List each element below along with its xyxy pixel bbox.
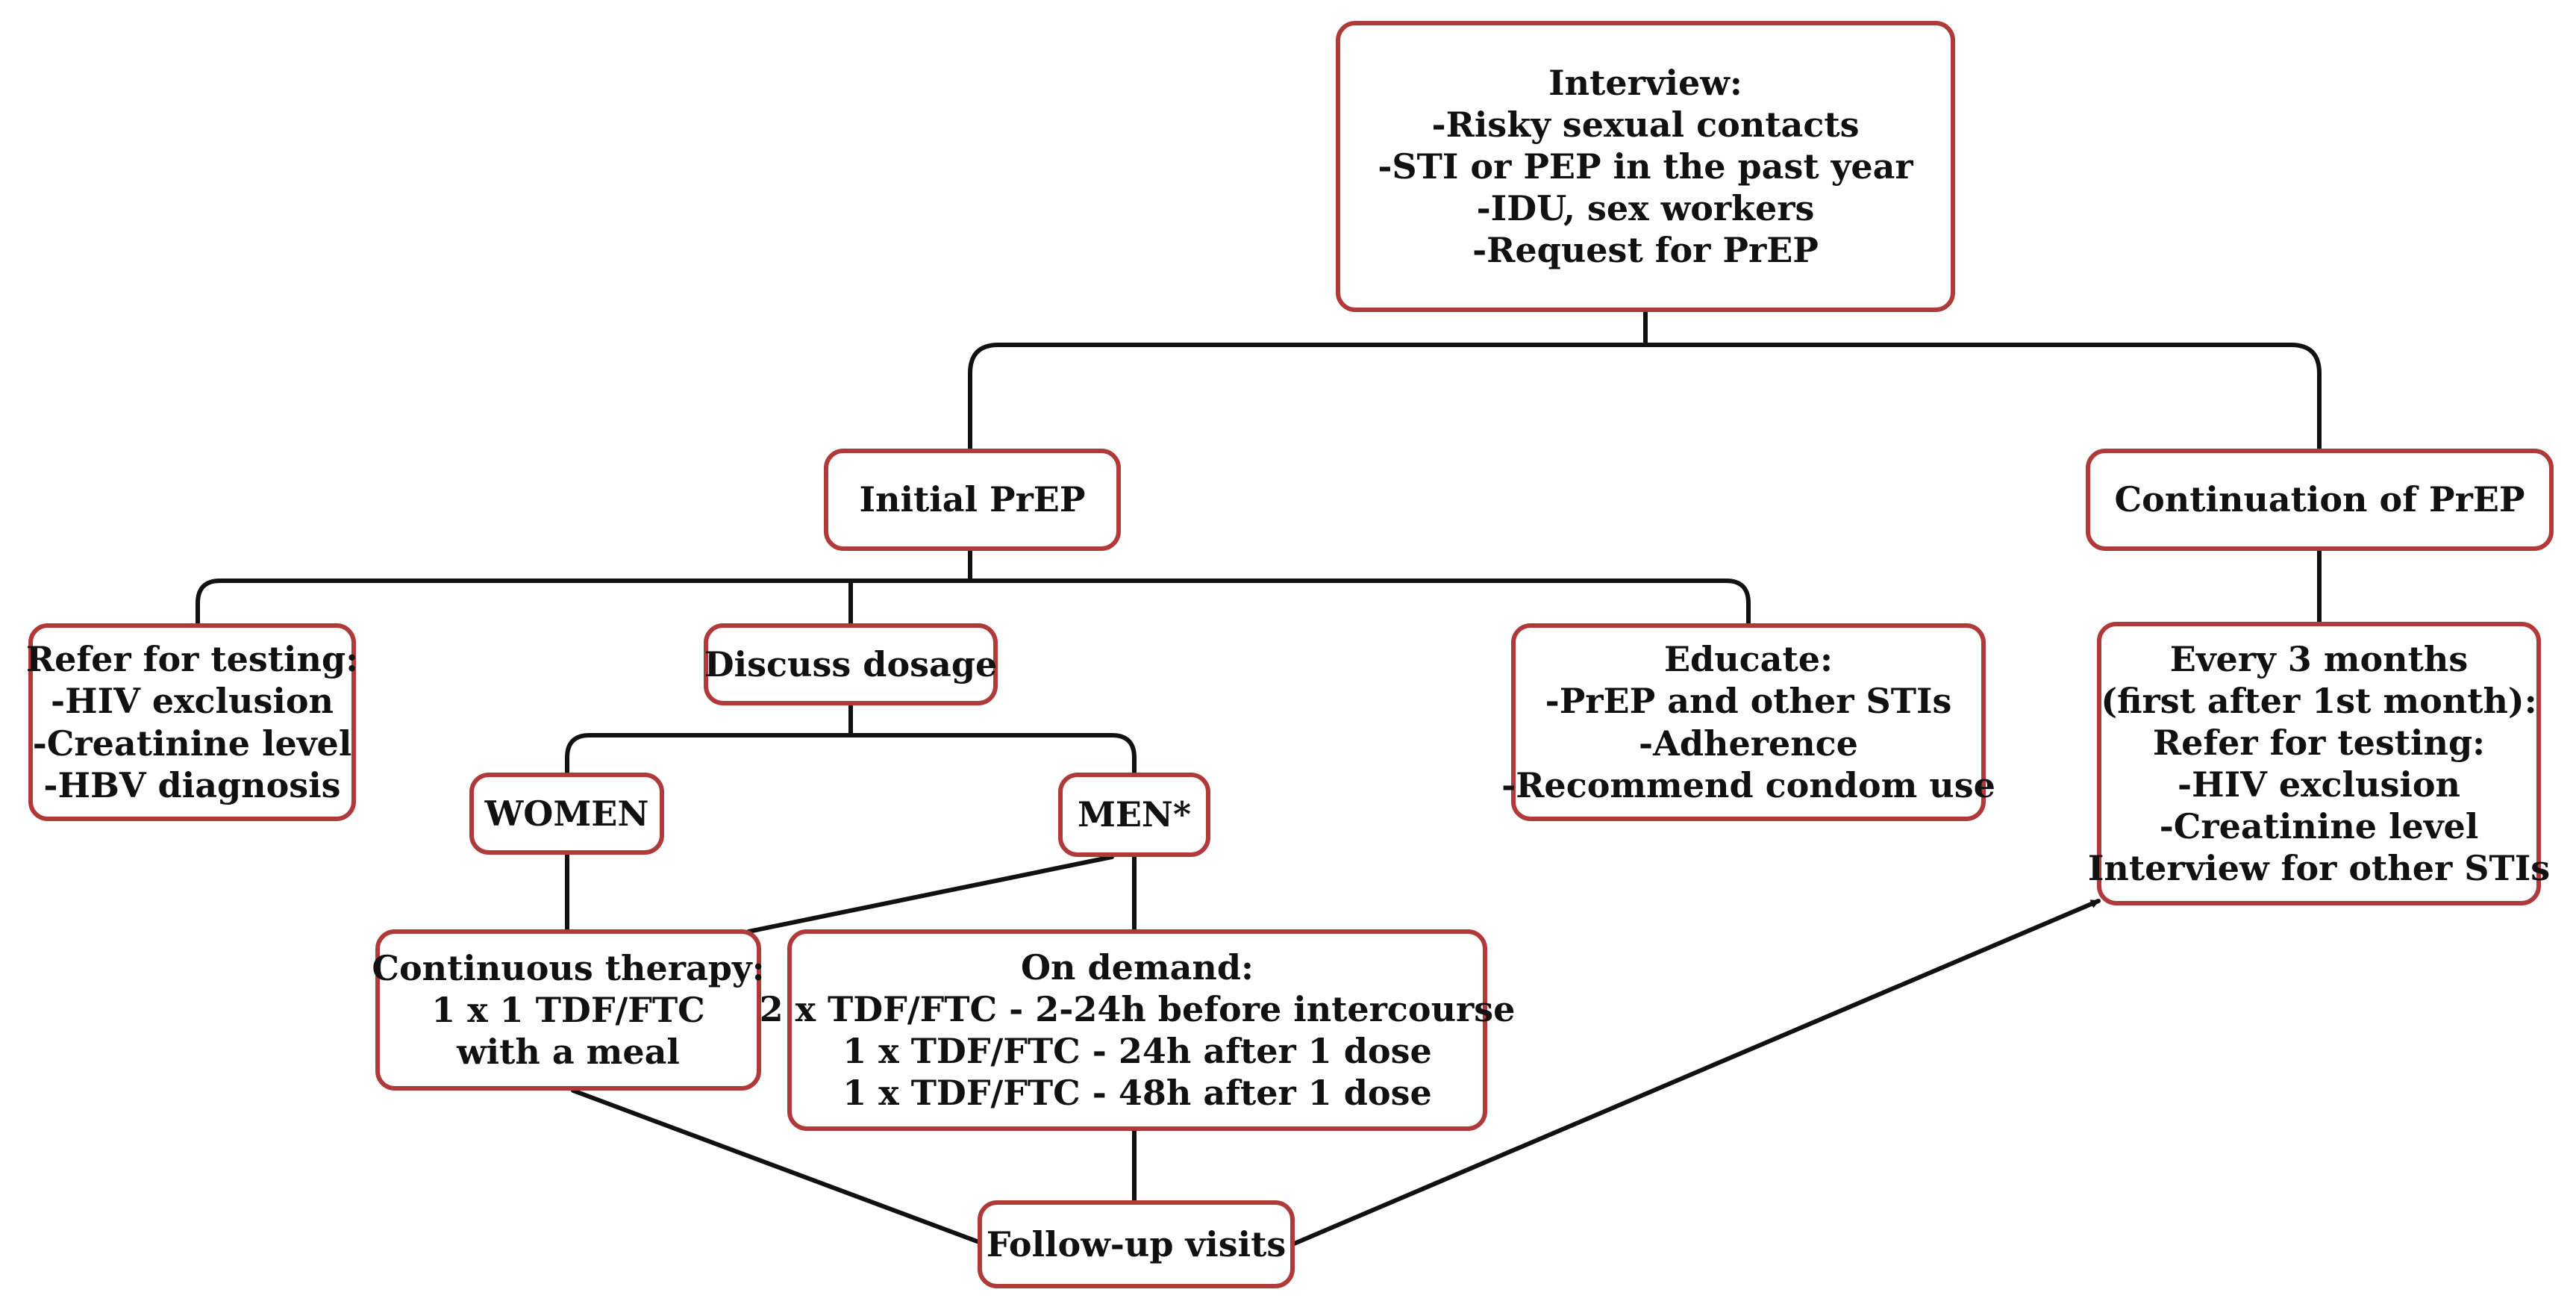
edge-followup-every3-arrow <box>1290 899 2101 1247</box>
men-box: MEN* <box>1058 773 1210 857</box>
educate-line: -PrEP and other STIs <box>1545 681 1952 722</box>
women-box: WOMEN <box>469 773 664 855</box>
refer-testing-box: Refer for testing:-HIV exclusion-Creatin… <box>25 623 359 821</box>
educate-line: -Recommend condom use <box>1501 764 1995 805</box>
follow-up-line: Follow-up visits <box>986 1223 1287 1264</box>
every-3-months-line: -Creatinine level <box>2159 806 2479 847</box>
refer-testing-line: Refer for testing: <box>25 639 359 680</box>
discuss-dosage-box: Discuss dosage <box>704 623 998 705</box>
edge-continuous-followup <box>571 1088 987 1247</box>
refer-testing-line: -Creatinine level <box>32 723 352 764</box>
every-3-months-line: -HIV exclusion <box>2178 764 2460 805</box>
interview-line: -IDU, sex workers <box>1476 188 1815 229</box>
edge-initial-branches <box>196 549 1751 628</box>
follow-up-box: Follow-up visits <box>978 1200 1295 1288</box>
men-line: MEN* <box>1077 794 1192 835</box>
every-3-months-line: (first after 1st month): <box>2101 680 2537 721</box>
edge-dosage-split <box>565 703 1137 775</box>
initial-prep-box: Initial PrEP <box>824 449 1121 551</box>
continuous-therapy-line: 1 x 1 TDF/FTC <box>431 989 705 1030</box>
interview-line: -Risky sexual contacts <box>1431 104 1860 145</box>
interview-box: Interview:-Risky sexual contacts-STI or … <box>1336 21 1955 312</box>
interview-line: -STI or PEP in the past year <box>1378 146 1913 187</box>
every-3-months-line: Interview for other STIs <box>2087 848 2551 889</box>
discuss-dosage-line: Discuss dosage <box>704 643 998 684</box>
interview-line: -Request for PrEP <box>1472 230 1819 271</box>
continuation-prep-line: Continuation of PrEP <box>2114 479 2525 520</box>
refer-testing-line: -HBV diagnosis <box>43 764 341 805</box>
continuous-therapy-line: with a meal <box>457 1032 680 1073</box>
edge-men-continuous <box>746 855 1114 934</box>
refer-testing-line: -HIV exclusion <box>51 681 334 722</box>
on-demand-box: On demand:2 x TDF/FTC - 2-24h before int… <box>760 929 1515 1131</box>
on-demand-line: 1 x TDF/FTC - 48h after 1 dose <box>842 1073 1432 1114</box>
on-demand-line: On demand: <box>1020 947 1254 988</box>
interview-line: Interview: <box>1548 62 1742 103</box>
educate-line: Educate: <box>1664 639 1833 680</box>
educate-line: -Adherence <box>1639 723 1858 764</box>
initial-prep-line: Initial PrEP <box>859 479 1086 520</box>
on-demand-line: 2 x TDF/FTC - 2-24h before intercourse <box>759 988 1516 1029</box>
every-3-months-line: Refer for testing: <box>2152 722 2486 763</box>
every-3-months-line: Every 3 months <box>2169 638 2469 679</box>
women-line: WOMEN <box>484 793 649 834</box>
every-3-months-box: Every 3 months(first after 1st month):Re… <box>2088 622 2550 905</box>
on-demand-line: 1 x TDF/FTC - 24h after 1 dose <box>842 1031 1432 1071</box>
continuous-therapy-line: Continuous therapy: <box>372 947 765 988</box>
educate-box: Educate:-PrEP and other STIs-Adherence-R… <box>1501 623 1995 821</box>
continuation-prep-box: Continuation of PrEP <box>2086 449 2554 551</box>
edge-interview-branches <box>968 310 2322 484</box>
